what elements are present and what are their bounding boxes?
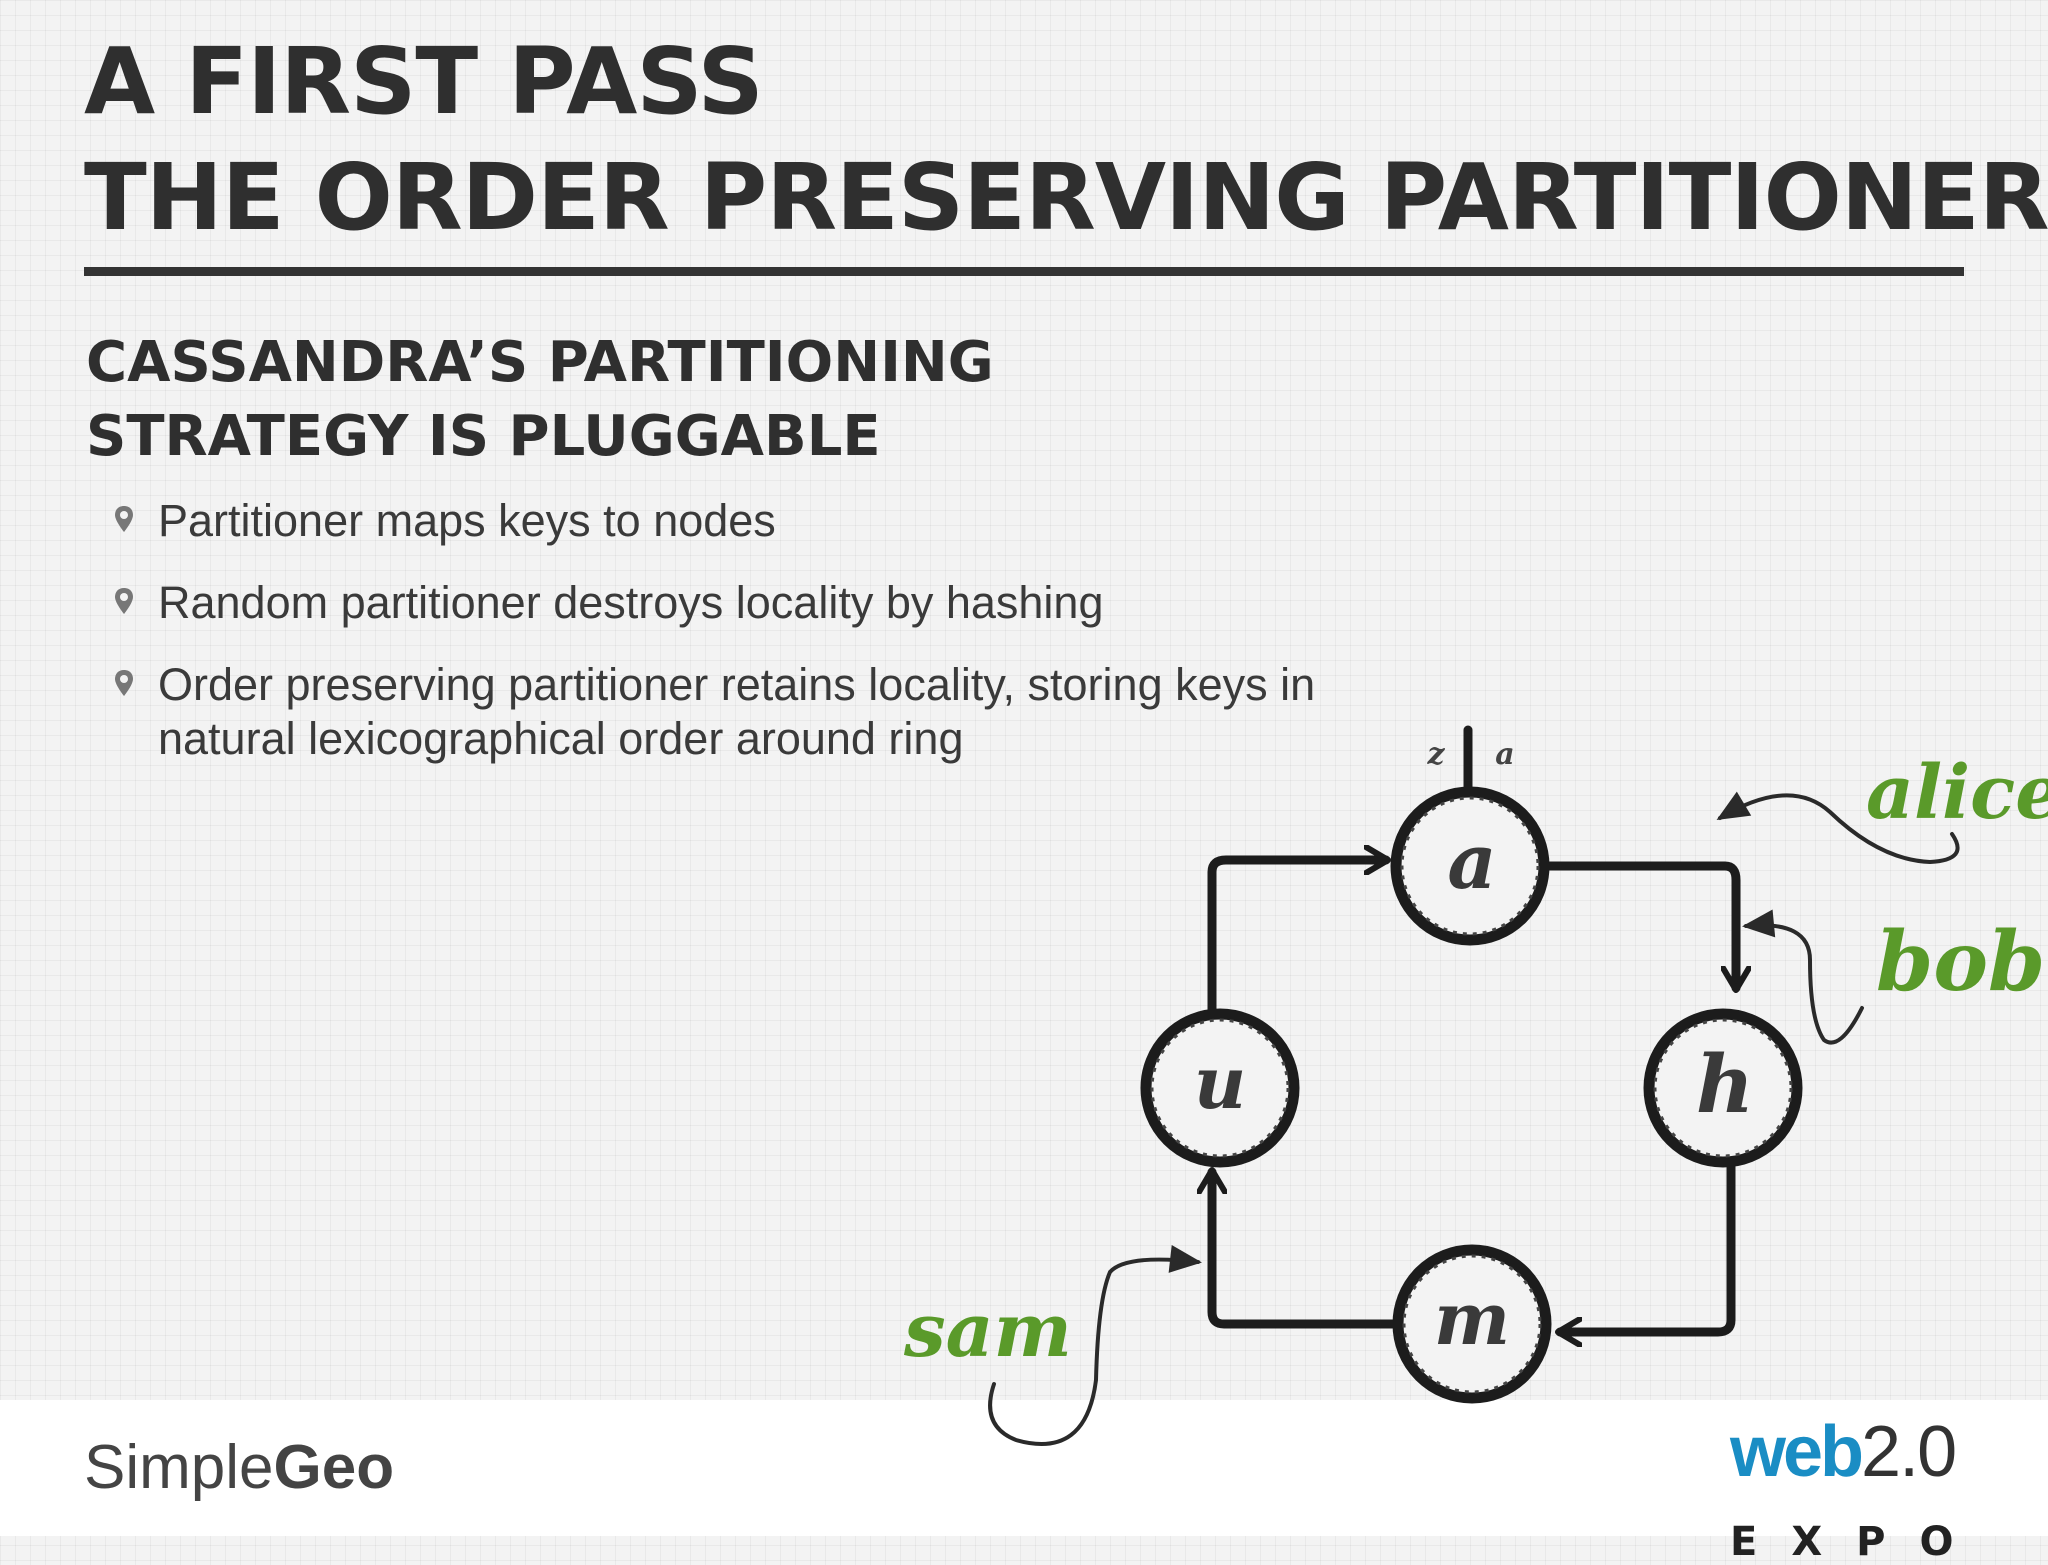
node-a: a xyxy=(1390,786,1550,946)
simplegeo-logo-bold: Geo xyxy=(273,1433,395,1502)
key-labels: alice bob sam xyxy=(903,750,2048,1374)
wrap-mark-a: a xyxy=(1495,737,1514,772)
bullet-text: Random partitioner destroys locality by … xyxy=(158,577,1104,628)
pointer-sam xyxy=(988,1244,1202,1446)
edge-h-to-m xyxy=(1560,1147,1736,1332)
key-label-bob: bob xyxy=(1876,914,2045,1010)
bullet-text: Order preserving partitioner retains loc… xyxy=(158,659,1316,764)
title-line-2: THE ORDER PRESERVING PARTITIONER xyxy=(84,144,2048,251)
node-label: m xyxy=(1434,1276,1510,1361)
web20-web-text: web xyxy=(1730,1412,1864,1492)
pointer-bob xyxy=(1742,909,1864,1045)
web20-wordmark: web2.0 xyxy=(1730,1410,1957,1514)
web20-expo-text: EXPO xyxy=(1730,1519,1988,1565)
heading-line-1: CASSANDRA’S PARTITIONING xyxy=(86,330,994,395)
web20-expo-logo: web2.0 EXPO xyxy=(1730,1410,1988,1565)
ring-edges xyxy=(1207,725,1736,1332)
map-pin-icon xyxy=(115,588,133,614)
web20-version-text: 2.0 xyxy=(1861,1412,1957,1492)
bullet-text: Partitioner maps keys to nodes xyxy=(158,495,776,546)
title-line-1: A FIRST PASS xyxy=(84,28,764,135)
simplegeo-logo-light: Simple xyxy=(84,1433,274,1502)
key-label-sam: sam xyxy=(903,1288,1072,1374)
node-label: u xyxy=(1194,1040,1246,1125)
heading-line-2: STRATEGY IS PLUGGABLE xyxy=(86,404,881,469)
edge-a-to-h xyxy=(1543,861,1736,988)
footer-band xyxy=(0,1400,2048,1536)
key-label-alice: alice xyxy=(1866,750,2048,836)
node-m: m xyxy=(1392,1244,1552,1404)
wrap-mark-z: z xyxy=(1426,737,1445,772)
node-h: h xyxy=(1643,1008,1803,1168)
bullet-item: Random partitioner destroys locality by … xyxy=(112,576,1432,630)
map-pin-icon xyxy=(115,506,133,532)
bullet-item: Order preserving partitioner retains loc… xyxy=(112,658,1432,766)
section-heading: CASSANDRA’S PARTITIONING STRATEGY IS PLU… xyxy=(86,326,994,474)
node-label: h xyxy=(1696,1037,1754,1131)
node-u: u xyxy=(1140,1008,1300,1168)
edge-m-to-u xyxy=(1212,1172,1403,1329)
ring-nodes: a h m u xyxy=(1140,786,1803,1404)
bullet-item: Partitioner maps keys to nodes xyxy=(112,494,1432,548)
slide-title: A FIRST PASS THE ORDER PRESERVING PARTIT… xyxy=(84,24,2048,256)
title-divider xyxy=(84,267,1964,276)
simplegeo-logo: SimpleGeo xyxy=(84,1432,394,1503)
bullet-list: Partitioner maps keys to nodes Random pa… xyxy=(112,494,1432,794)
node-label: a xyxy=(1447,817,1496,906)
map-pin-icon xyxy=(115,670,133,696)
edge-u-to-a xyxy=(1207,860,1386,1015)
pointer-alice xyxy=(1716,791,1960,865)
key-pointers xyxy=(988,791,1960,1446)
